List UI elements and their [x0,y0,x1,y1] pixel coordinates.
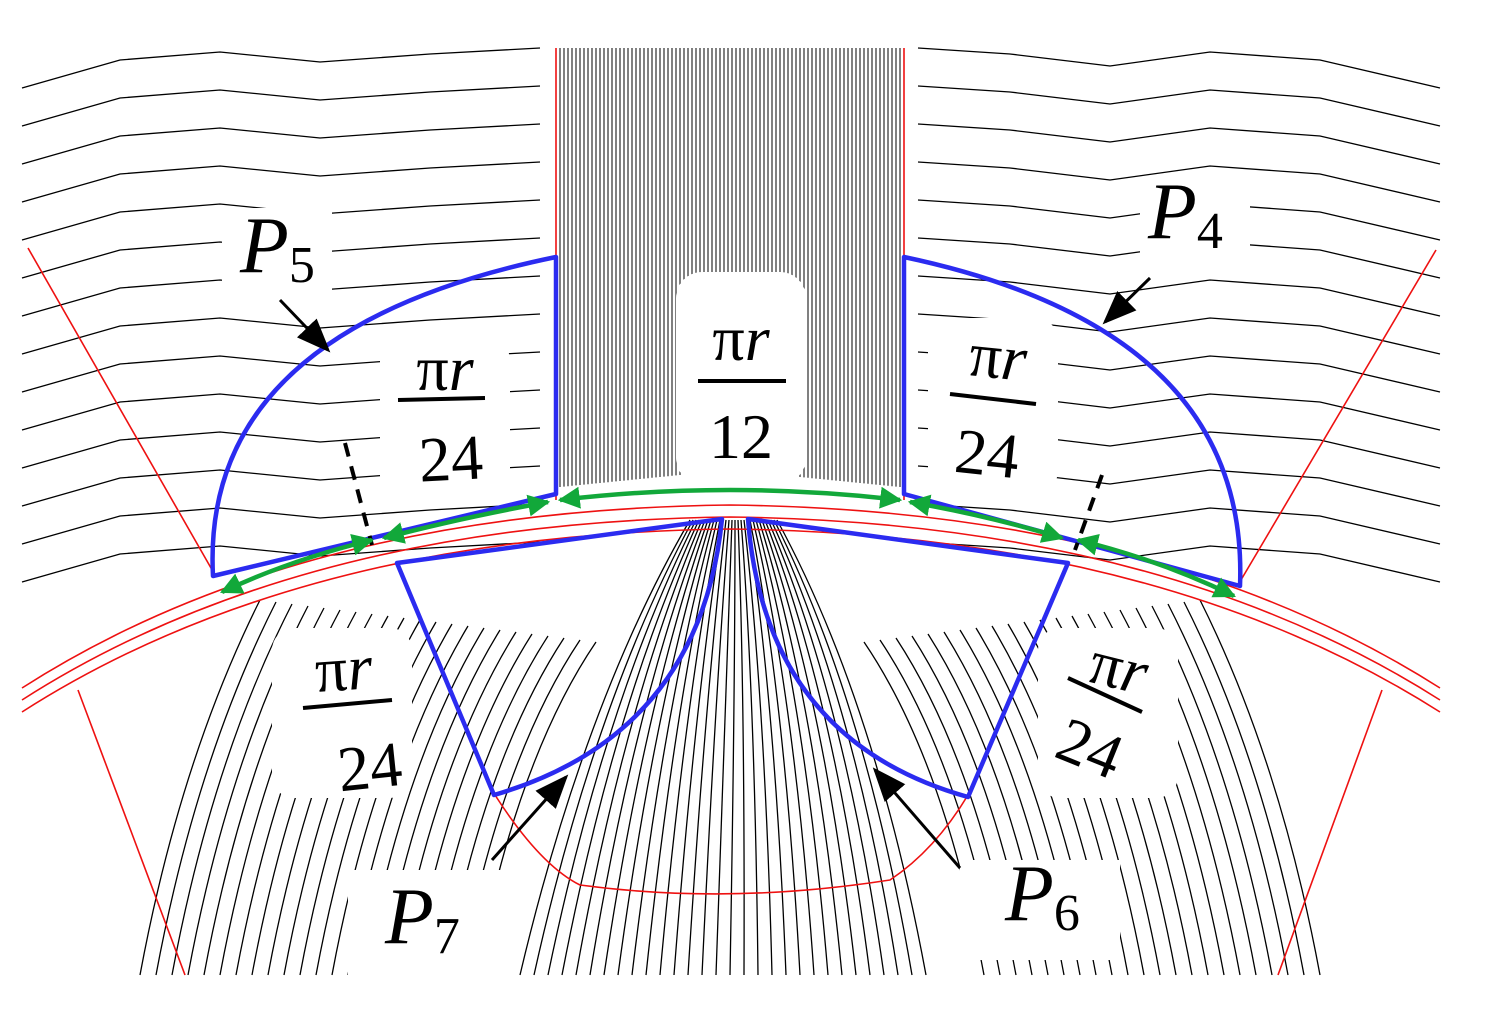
arc-arrow-upper-left [381,494,551,544]
label-backgrounds [222,180,1250,980]
radial-separators [343,442,1104,551]
contour-line [617,519,712,976]
contour-line [917,541,1441,583]
pointer-arrow-p4 [1102,276,1152,325]
fraction-center: πr 12 [698,303,786,472]
fraction-lower-left: πr 24 [302,631,405,805]
arc-arrow-center [557,486,903,509]
svg-text:24: 24 [417,421,485,495]
contour-line [715,519,733,976]
svg-text:πr: πr [966,318,1031,395]
contour-line [687,519,727,976]
contour-line [519,519,691,976]
pointer-arrows [278,276,1152,869]
contour-line [171,603,293,976]
fraction-upper-left: πr 24 [397,333,486,496]
partition-p5-outline [210,254,559,579]
contour-line [139,599,261,976]
contour-line [767,519,885,976]
label-p5: P5 [239,202,315,294]
contour-line [673,519,724,976]
arc-arrow-lower-right [1075,534,1236,599]
contour-line [917,85,1441,127]
contour-line [737,519,745,976]
contour-line [755,519,829,976]
contour-line [758,519,843,976]
contour-line [1199,599,1321,976]
contour-line [21,503,541,545]
contour-line [561,519,700,976]
pointer-arrow-p5 [278,298,331,353]
contour-line [155,601,277,976]
partition-p7-outline [394,516,725,798]
contour-line [729,519,736,976]
contour-line [1183,601,1305,976]
svg-text:24: 24 [334,728,405,805]
contour-line [21,123,541,165]
contour-line [773,519,913,976]
arc-length-arrows [220,486,1236,599]
contour-line [776,519,927,976]
contour-line [21,313,541,355]
pointer-arrow-p6 [872,767,962,869]
arc-arrow-upper-right [907,494,1065,543]
contour-line [1167,603,1289,976]
svg-text:πr: πr [312,631,375,706]
label-p7: P7 [384,873,460,965]
partition-p6-outline [745,516,1071,800]
fraction-upper-right: πr 24 [949,318,1037,492]
contour-line [770,519,899,976]
contour-line [575,519,703,976]
contour-line [21,161,541,203]
svg-text:πr: πr [712,303,770,374]
contour-line [21,47,541,89]
pointer-arrow-p7 [490,774,569,861]
contour-line [740,519,759,976]
contour-line [547,519,697,976]
contour-line [631,519,715,976]
contour-line [917,161,1441,203]
contour-line [589,519,706,976]
label-p4: P4 [1147,168,1223,260]
contour-line [917,123,1441,165]
svg-text:πr: πr [416,333,474,404]
contour-line [761,519,857,976]
contour-line [21,85,541,127]
arc-arrow-lower-left [220,534,375,595]
svg-text:12: 12 [709,401,773,472]
contour-line [917,47,1441,89]
partition-p4-outline [901,254,1243,589]
contour-line [701,519,730,976]
contour-line [752,519,815,976]
inlet-channel [559,48,901,487]
contour-line [764,519,871,976]
contour-line [603,519,709,976]
svg-text:24: 24 [952,415,1023,492]
contour-line [743,519,773,976]
contour-line [645,519,718,976]
contour-line [917,503,1441,545]
contour-line [749,519,801,976]
contour-line [659,519,721,976]
partition-outlines [210,254,1243,800]
label-p6: P6 [1004,850,1080,942]
contour-line [533,519,694,976]
